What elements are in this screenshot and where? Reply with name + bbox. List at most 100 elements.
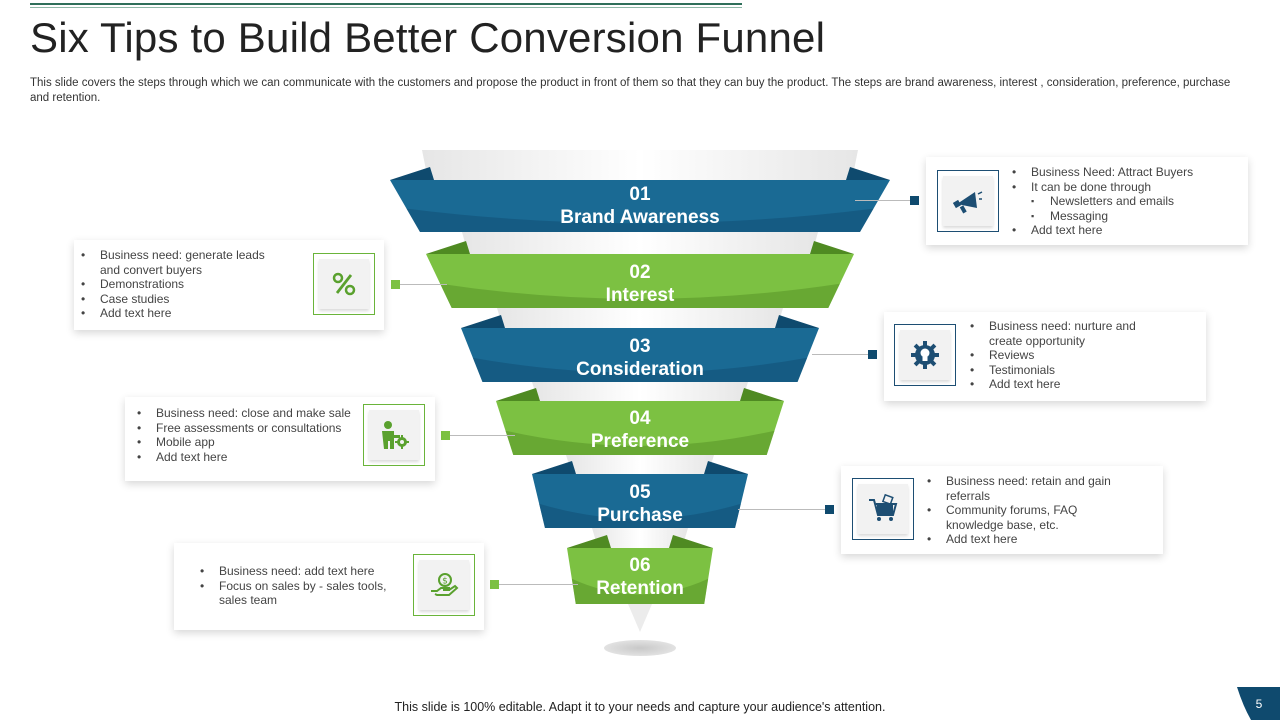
page-subtitle: This slide covers the steps through whic… <box>30 77 1231 104</box>
step-label-consideration: Consideration <box>576 359 704 380</box>
list-item: Business need: retain and gain referrals <box>927 474 1127 503</box>
funnel-band-shade <box>539 503 741 528</box>
icon-box <box>313 253 375 315</box>
connector-dot <box>868 350 877 359</box>
icon-box <box>852 478 914 540</box>
icon-box <box>894 324 956 386</box>
funnel-flap <box>390 167 434 180</box>
list-item: Mobile app <box>137 435 357 450</box>
connector-dot <box>825 505 834 514</box>
list-item: Reviews <box>970 348 1170 363</box>
list-item: Add text here <box>1012 223 1242 238</box>
list-item: Add text here <box>137 450 357 465</box>
page-number-badge <box>1237 687 1280 720</box>
funnel-shelf <box>566 455 714 474</box>
list-item: It can be done through <box>1012 180 1242 195</box>
info-list-preference: Business need: close and make sale Free … <box>137 406 357 464</box>
funnel-band-preference <box>496 401 784 455</box>
funnel-flap <box>496 388 540 401</box>
list-item: Business need: generate leads and conver… <box>81 248 281 277</box>
connector-line <box>738 509 832 510</box>
list-item: Add text here <box>970 377 1170 392</box>
gear-bulb-icon <box>911 341 939 369</box>
connector-line <box>395 284 447 285</box>
list-item: Add text here <box>927 532 1127 547</box>
funnel-flap <box>704 461 748 474</box>
icon-box <box>363 404 425 466</box>
info-list-purchase: Business need: retain and gain referrals… <box>927 474 1127 547</box>
step-label-preference: Preference <box>590 431 690 452</box>
list-item: Business need: nurture and create opport… <box>970 319 1170 348</box>
connector-line <box>855 200 915 201</box>
list-item: Newsletters and emails <box>1012 194 1242 209</box>
funnel-band-purchase <box>532 474 748 528</box>
step-label-interest: Interest <box>605 285 675 306</box>
connector-line <box>812 354 876 355</box>
funnel-flap <box>775 315 819 328</box>
footer-note: This slide is 100% editable. Adapt it to… <box>394 700 886 714</box>
connector-dot <box>441 431 450 440</box>
step-number: 05 <box>629 482 651 503</box>
step-number: 03 <box>629 336 651 357</box>
person-gear-icon <box>382 421 409 449</box>
info-list-consideration: Business need: nurture and create opport… <box>970 319 1170 392</box>
funnel-shelf <box>497 308 783 328</box>
megaphone-icon <box>953 191 983 214</box>
list-item: Testimonials <box>970 363 1170 378</box>
svg-text:$: $ <box>442 577 448 587</box>
list-item: Focus on sales by - sales tools, sales t… <box>200 579 400 608</box>
list-item: Case studies <box>81 292 281 307</box>
funnel-shelf <box>462 232 818 254</box>
funnel-shelf <box>532 382 748 401</box>
percent-icon <box>332 272 356 296</box>
shopping-cart-icon <box>869 493 898 521</box>
connector-dot <box>910 196 919 205</box>
step-number: 02 <box>629 262 651 283</box>
funnel-band-brand-awareness <box>390 180 890 232</box>
funnel-band-retention <box>567 548 713 604</box>
funnel-shadow <box>604 640 676 656</box>
header-rule-thin <box>30 7 742 8</box>
step-number: 06 <box>629 555 651 576</box>
list-item: Add text here <box>81 306 281 321</box>
funnel-band-interest <box>426 254 854 308</box>
funnel-band-shade <box>505 430 775 455</box>
header-rule <box>30 3 742 5</box>
funnel-band-shade <box>440 283 840 308</box>
list-item: Business need: close and make sale <box>137 406 357 421</box>
connector-line <box>494 584 578 585</box>
info-list-interest: Business need: generate leads and conver… <box>81 248 281 321</box>
list-item: Business Need: Attract Buyers <box>1012 165 1242 180</box>
funnel-flap <box>567 535 611 548</box>
icon-box: $ <box>413 554 475 616</box>
list-item: Business need: add text here <box>200 564 400 579</box>
funnel-band-shade <box>406 208 874 232</box>
funnel-band-consideration <box>461 328 819 382</box>
step-number: 04 <box>629 408 651 429</box>
step-number: 01 <box>629 184 651 205</box>
funnel-flap <box>846 167 890 180</box>
info-list-brand-awareness: Business Need: Attract Buyers It can be … <box>1012 165 1242 238</box>
funnel-band-shade <box>472 357 808 382</box>
step-label-purchase: Purchase <box>597 505 683 526</box>
funnel-flap <box>740 388 784 401</box>
funnel-flap <box>669 535 713 548</box>
step-label-retention: Retention <box>596 578 684 599</box>
funnel-shelf <box>422 150 858 180</box>
page-title: Six Tips to Build Better Conversion Funn… <box>30 14 826 61</box>
connector-dot <box>391 280 400 289</box>
funnel-band-shade <box>571 578 709 604</box>
info-list-retention: Business need: add text here Focus on sa… <box>200 564 400 608</box>
connector-line <box>445 435 515 436</box>
page-number: 5 <box>1255 697 1263 711</box>
hand-coin-icon: $ <box>431 573 459 596</box>
funnel-flap <box>810 241 854 254</box>
icon-box <box>937 170 999 232</box>
funnel-tip <box>628 604 652 632</box>
list-item: Messaging <box>1012 209 1242 224</box>
list-item: Free assessments or consultations <box>137 421 357 436</box>
list-item: Demonstrations <box>81 277 281 292</box>
list-item: Community forums, FAQ knowledge base, et… <box>927 503 1127 532</box>
funnel-flap <box>426 241 470 254</box>
